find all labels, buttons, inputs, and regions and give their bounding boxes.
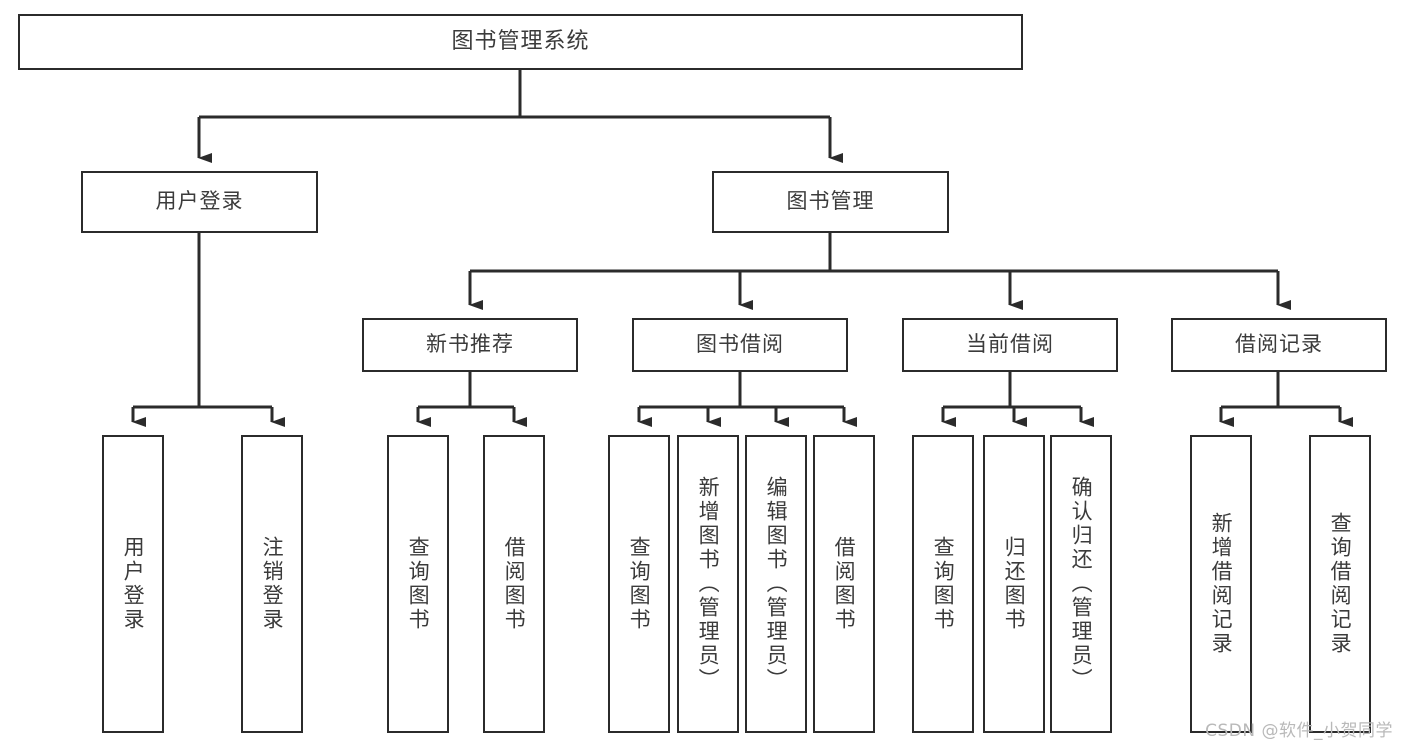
- leaf-node[interactable]: 用户登录: [102, 435, 164, 733]
- leaf-node[interactable]: 查询图书: [387, 435, 449, 733]
- leaf-node[interactable]: 新增借阅记录: [1190, 435, 1252, 733]
- node-label: 编辑图书（管理员）: [764, 476, 789, 692]
- leaf-node[interactable]: 查询借阅记录: [1309, 435, 1371, 733]
- edges-bookmgmt-to-level3: [468, 233, 1291, 310]
- node-borrow-record[interactable]: 借阅记录: [1171, 318, 1387, 372]
- node-label: 新书推荐: [426, 332, 514, 357]
- edges-newbook-to-leaves: [416, 372, 527, 427]
- edges-borrow-to-leaves: [637, 372, 857, 427]
- leaf-node[interactable]: 编辑图书（管理员）: [745, 435, 807, 733]
- leaf-node[interactable]: 查询图书: [608, 435, 670, 733]
- node-label: 图书管理: [786, 189, 875, 214]
- node-label: 归还图书: [1002, 536, 1027, 632]
- node-book-management[interactable]: 图书管理: [712, 171, 949, 233]
- edges-userlogin-to-leaves: [131, 233, 285, 427]
- node-new-book-recommend[interactable]: 新书推荐: [362, 318, 578, 372]
- node-label: 图书管理系统: [451, 28, 590, 54]
- node-label: 借阅记录: [1235, 332, 1323, 357]
- node-label: 确认归还（管理员）: [1069, 476, 1094, 692]
- node-label: 当前借阅: [966, 332, 1054, 357]
- node-label: 查询图书: [406, 536, 431, 632]
- node-label: 用户登录: [121, 536, 146, 632]
- node-label: 新增借阅记录: [1209, 512, 1234, 656]
- node-book-borrow[interactable]: 图书借阅: [632, 318, 848, 372]
- node-label: 借阅图书: [832, 536, 857, 632]
- node-label: 查询图书: [931, 536, 956, 632]
- node-label: 注销登录: [260, 536, 285, 632]
- edges-current-to-leaves: [941, 372, 1094, 427]
- leaf-node[interactable]: 归还图书: [983, 435, 1045, 733]
- edges-record-to-leaves: [1219, 372, 1353, 427]
- node-label: 新增图书（管理员）: [696, 476, 721, 692]
- node-label: 查询借阅记录: [1328, 512, 1353, 656]
- leaf-node[interactable]: 借阅图书: [813, 435, 875, 733]
- node-label: 借阅图书: [502, 536, 527, 632]
- node-label: 查询图书: [627, 536, 652, 632]
- node-label: 图书借阅: [696, 332, 784, 357]
- leaf-node[interactable]: 查询图书: [912, 435, 974, 733]
- leaf-node[interactable]: 借阅图书: [483, 435, 545, 733]
- leaf-node[interactable]: 新增图书（管理员）: [677, 435, 739, 733]
- node-root-system[interactable]: 图书管理系统: [18, 14, 1023, 70]
- leaf-node[interactable]: 确认归还（管理员）: [1050, 435, 1112, 733]
- node-user-login[interactable]: 用户登录: [81, 171, 318, 233]
- edges-root-to-level2: [197, 70, 843, 163]
- leaf-node[interactable]: 注销登录: [241, 435, 303, 733]
- csdn-watermark: CSDN @软件_小贺同学: [1205, 721, 1393, 741]
- node-current-borrow[interactable]: 当前借阅: [902, 318, 1118, 372]
- node-label: 用户登录: [155, 189, 244, 214]
